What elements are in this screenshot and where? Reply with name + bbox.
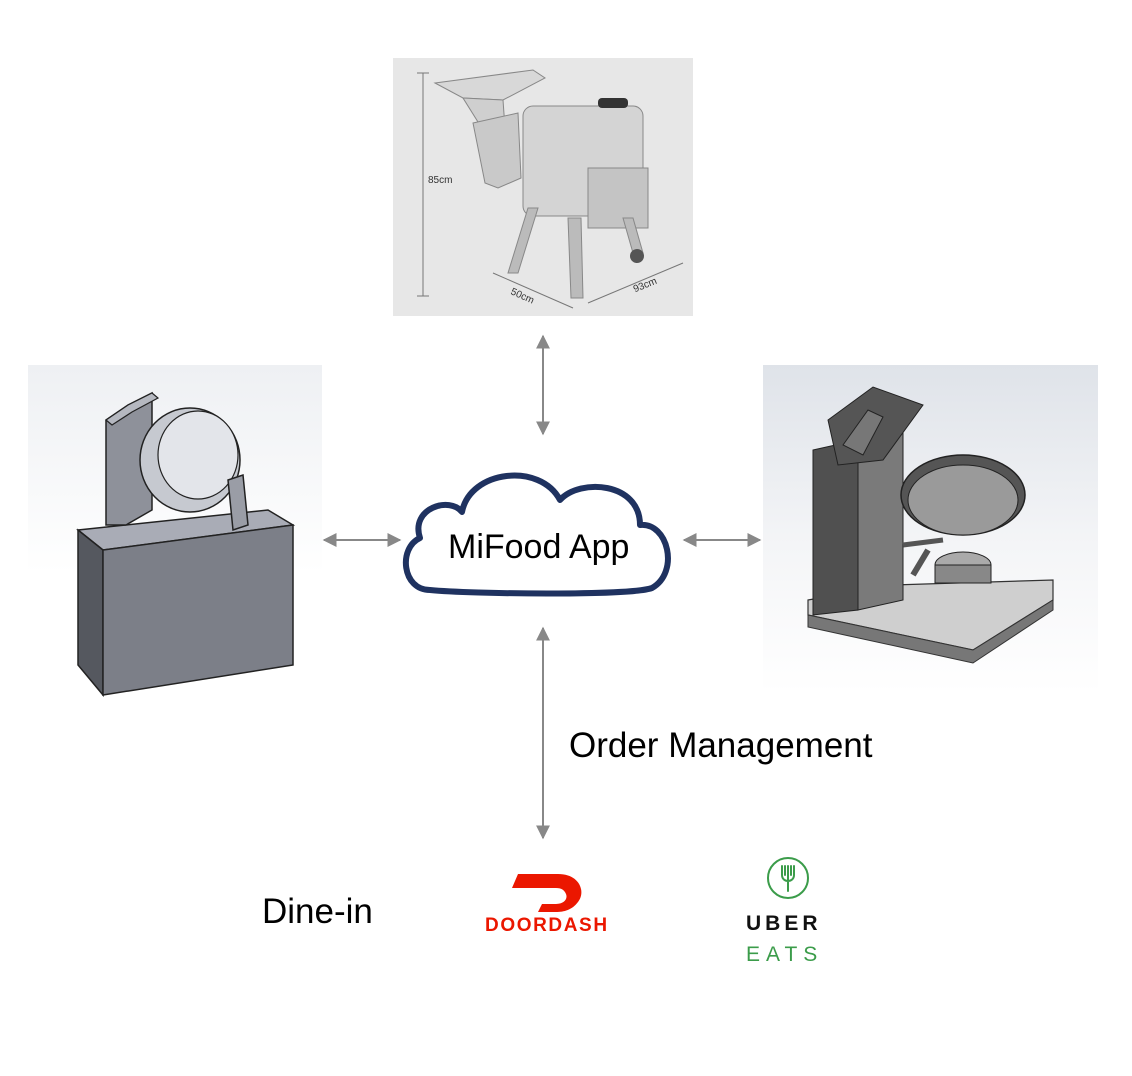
slicer-height-dimension: 85cm [428,175,453,186]
vegetable-slicer-image: 85cm 50cm 93cm [393,58,693,316]
eats-wordmark: EATS [746,943,824,966]
wok-robot-illustration [807,386,1054,664]
doordash-icon [512,874,582,912]
dine-in-label: Dine-in [262,892,373,931]
doordash-wordmark: DOORDASH [485,915,609,936]
order-management-label: Order Management [569,726,873,765]
wok-robot-image [763,365,1098,693]
uber-wordmark: UBER [746,912,822,935]
uber-eats-icon [767,857,809,899]
vegetable-slicer-illustration [417,69,684,309]
drum-mixer-illustration [76,391,296,698]
cloud-shape [402,472,671,597]
mifood-app-label: MiFood App [448,528,630,566]
drum-mixer-image [28,365,322,712]
